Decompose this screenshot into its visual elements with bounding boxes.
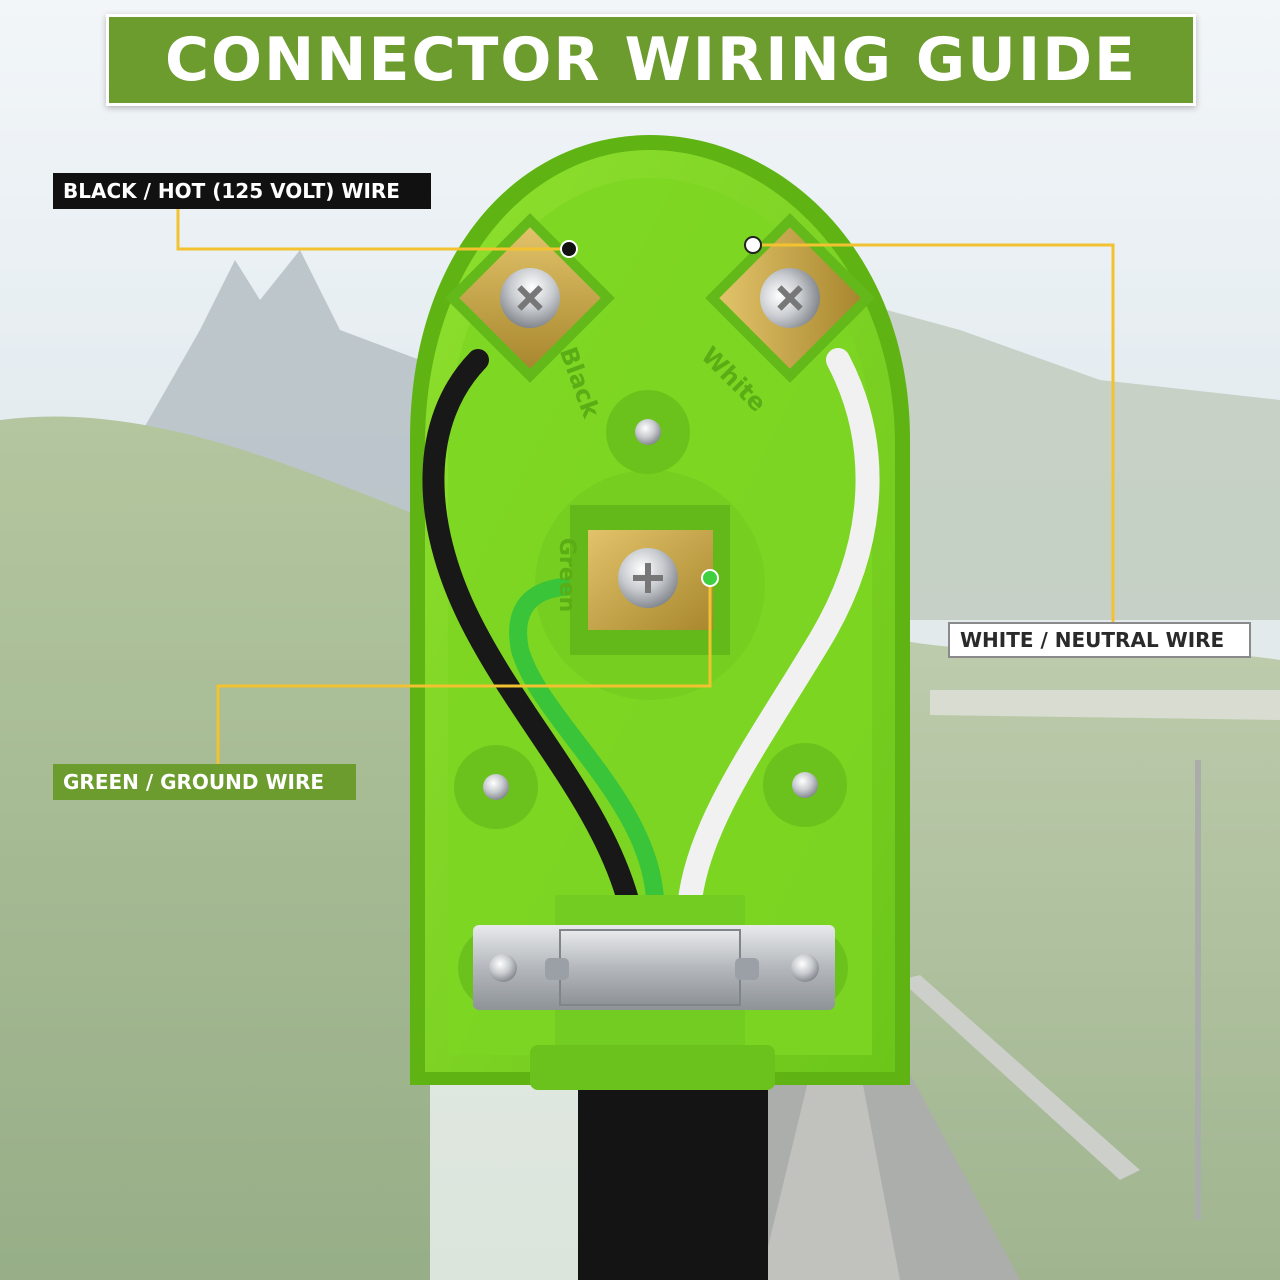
ground-wire-callout: GREEN / GROUND WIRE [53,764,356,800]
hot-terminal-dot [560,240,578,258]
green-wire [509,577,664,909]
page-title: CONNECTOR WIRING GUIDE [165,25,1137,95]
hot-wire-label: BLACK / HOT (125 VOLT) WIRE [63,179,400,203]
black-wire [422,349,639,911]
leader-lines [176,205,1115,766]
power-cord [578,1060,768,1280]
white-wire [678,348,880,912]
ground-terminal-dot [701,569,719,587]
neutral-terminal-dot [744,236,762,254]
mounting-post-right [763,743,847,827]
white-terminal [705,213,875,383]
ground-wire-label: GREEN / GROUND WIRE [63,770,325,794]
ground-leader-line [216,578,712,766]
mounting-post-left [454,745,538,829]
title-banner: CONNECTOR WIRING GUIDE [106,14,1196,106]
green-terminal-label: Green [554,538,579,612]
neutral-leader-line [753,243,1115,624]
strain-relief-clamp [458,895,848,1090]
neutral-wire-callout: WHITE / NEUTRAL WIRE [948,622,1251,658]
mounting-post-top [606,390,690,474]
hot-leader-line [176,205,569,251]
hot-wire-callout: BLACK / HOT (125 VOLT) WIRE [53,173,431,209]
neutral-wire-label: WHITE / NEUTRAL WIRE [960,628,1225,652]
